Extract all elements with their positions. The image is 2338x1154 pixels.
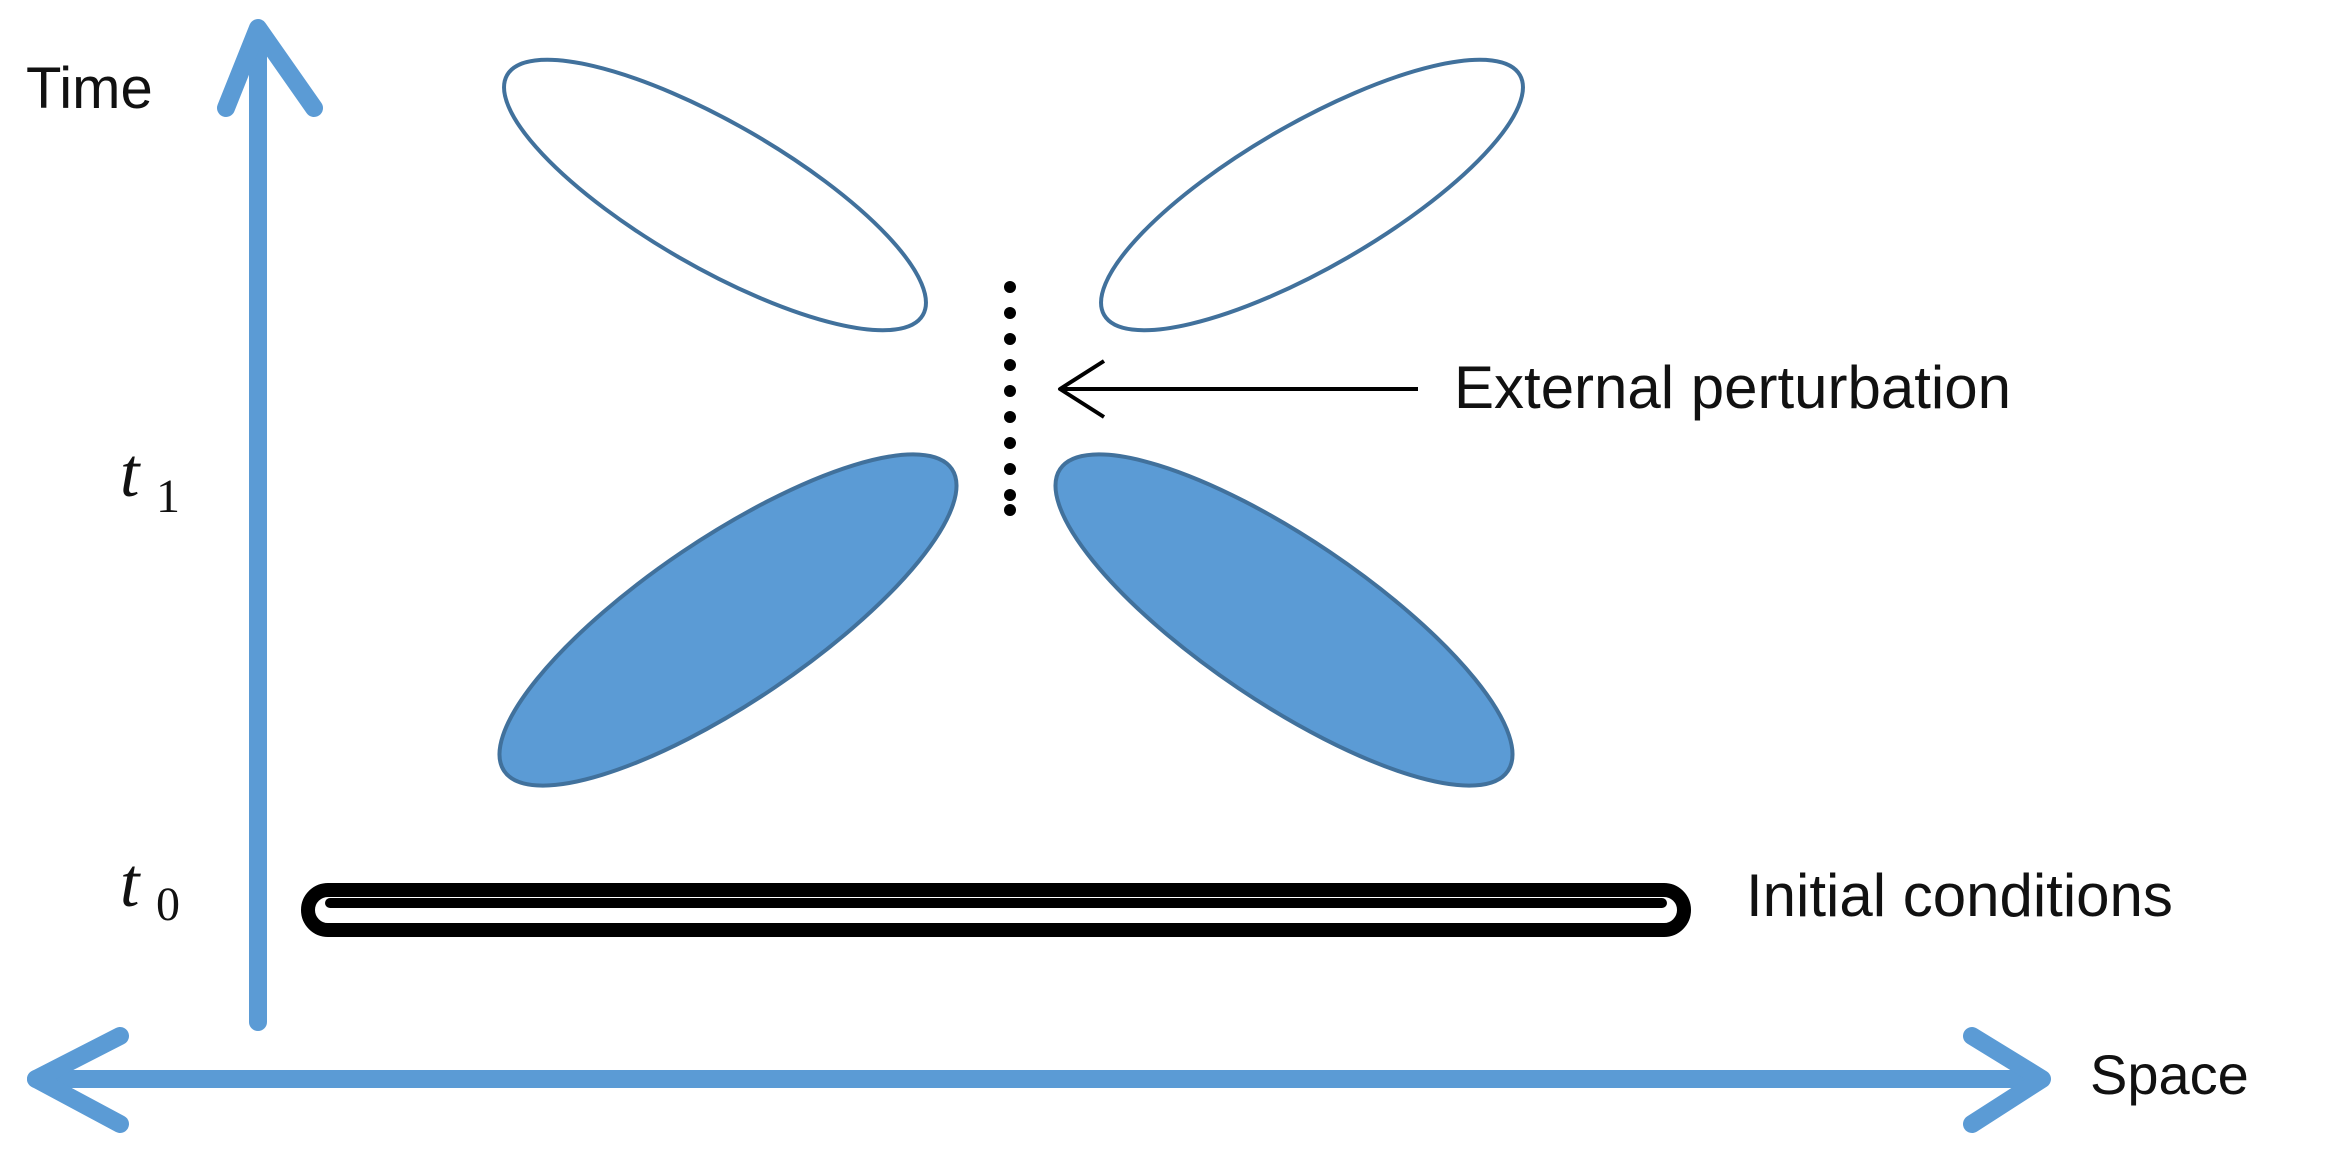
svg-text:1: 1 (156, 470, 180, 523)
external-perturbation-label: External perturbation (1454, 354, 2011, 421)
t0-marker-label: t 0 (120, 845, 180, 931)
time-axis-arrowhead (217, 19, 323, 117)
perturbation-dots (1004, 281, 1016, 516)
time-axis-label: Time (26, 56, 153, 121)
svg-text:t: t (120, 845, 141, 922)
space-axis-label: Space (2090, 1043, 2249, 1106)
lower-right-filled-ellipse (1053, 452, 1515, 788)
t1-marker-label: t 1 (120, 435, 180, 523)
upper-right-outline-ellipse (1099, 57, 1525, 333)
svg-text:0: 0 (156, 878, 180, 931)
perturbation-arrow (1058, 359, 1418, 419)
space-axis-left-arrowhead (27, 1027, 129, 1133)
initial-conditions-label: Initial conditions (1746, 862, 2173, 929)
time-axis (217, 19, 323, 1031)
initial-conditions-bar (301, 883, 1691, 937)
upper-left-outline-ellipse (502, 57, 928, 333)
lower-left-filled-ellipse (497, 452, 959, 788)
svg-text:t: t (120, 435, 141, 512)
space-axis-right-arrowhead (1963, 1027, 2051, 1133)
space-axis (27, 1027, 2051, 1133)
